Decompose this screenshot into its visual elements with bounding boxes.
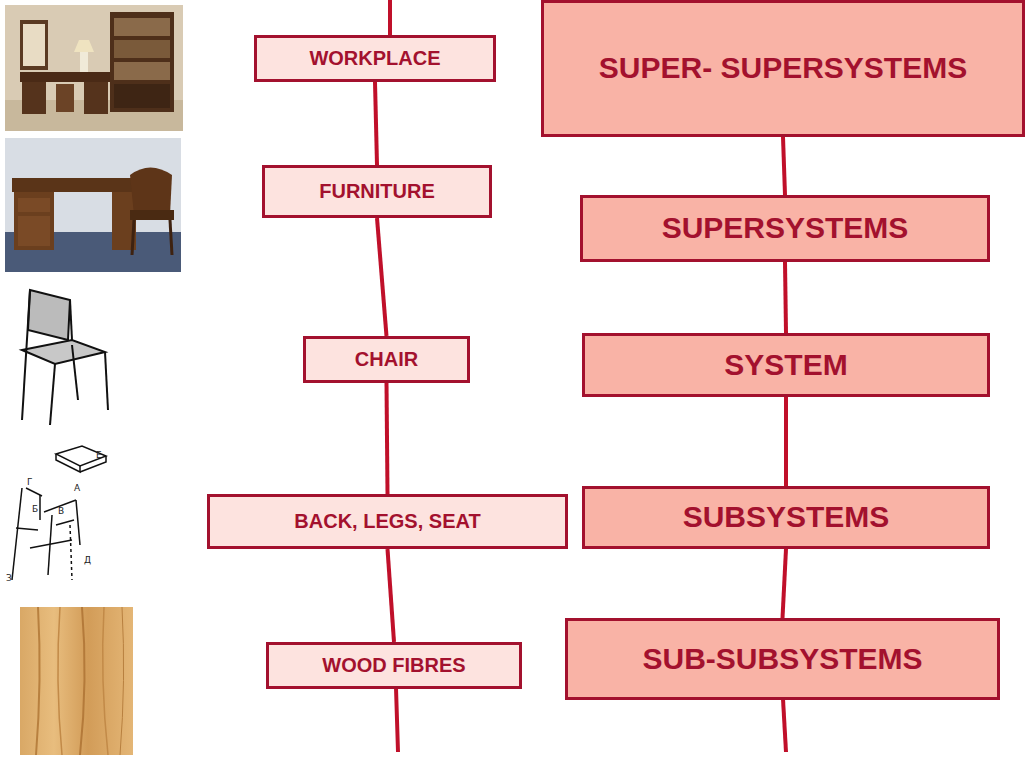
chair-drawing [5,283,115,430]
part-letter: З [6,574,12,583]
box-label: SUPER- SUPERSYSTEMS [599,51,967,86]
level-box: SUBSYSTEMS [582,486,990,549]
level-box: SYSTEM [582,333,990,397]
box-label: SUBSYSTEMS [683,500,890,535]
hierarchy-line [388,549,395,642]
hierarchy-line [784,397,788,486]
part-letter: А [74,484,80,493]
part-letter: Б [32,505,38,514]
level-box: SUPER- SUPERSYSTEMS [541,0,1025,137]
hierarchy-line [377,218,387,336]
spine-line [396,688,398,752]
hierarchy-line [783,137,785,195]
spine-line [783,699,786,752]
box-label: SUPERSYSTEMS [662,211,909,246]
part-letter: Е [96,451,102,460]
hierarchy-line [783,549,787,618]
box-label: SYSTEM [724,348,847,383]
wood-texture [20,607,133,755]
furniture-photo [5,138,181,272]
box-label: WORKPLACE [309,47,440,70]
part-letter: В [58,507,64,516]
box-label: SUB-SUBSYSTEMS [642,642,922,677]
hierarchy-line [387,383,388,494]
example-box: WOOD FIBRES [266,642,522,689]
spine-line [388,0,392,36]
box-label: WOOD FIBRES [322,654,465,677]
box-label: BACK, LEGS, SEAT [294,510,480,533]
level-box: SUB-SUBSYSTEMS [565,618,1000,700]
example-box: WORKPLACE [254,35,496,82]
example-box: CHAIR [303,336,470,383]
box-label: CHAIR [355,348,418,371]
part-letter: Д [84,556,91,565]
example-box: BACK, LEGS, SEAT [207,494,568,549]
level-box: SUPERSYSTEMS [580,195,990,262]
exploded-chair-drawing [12,446,106,580]
box-label: FURNITURE [319,180,435,203]
example-box: FURNITURE [262,165,492,218]
part-letter: Г [27,478,33,487]
hierarchy-line [375,82,377,165]
hierarchy-line [785,262,786,333]
workplace-photo [5,5,183,131]
